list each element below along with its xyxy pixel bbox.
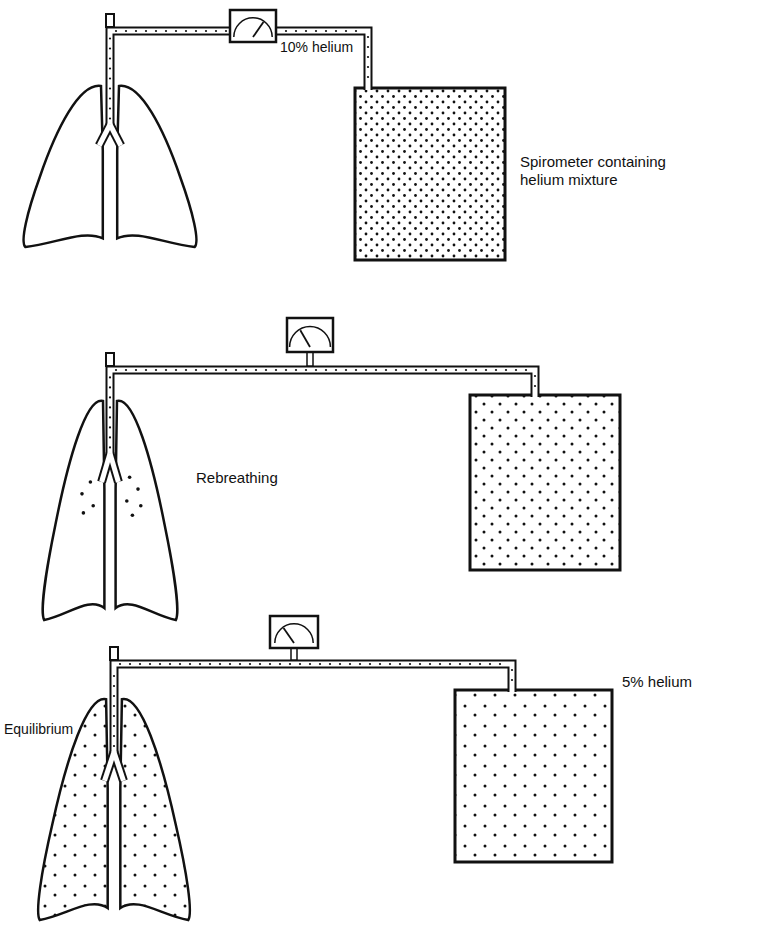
figure-label: 10% helium — [278, 38, 355, 57]
apparatus-panel — [43, 318, 620, 620]
figure-label: 5% helium — [620, 672, 694, 692]
valve-stub — [110, 647, 118, 660]
helium-dot — [136, 487, 140, 491]
apparatus-panel — [24, 10, 505, 260]
spirometer — [470, 395, 620, 570]
lung-outline — [116, 401, 178, 620]
valve-stub — [106, 14, 114, 27]
figure-label: Spirometer containing helium mixture — [518, 152, 694, 190]
lung-outline — [43, 401, 105, 620]
lung-outline — [117, 86, 196, 247]
helium-dot — [80, 492, 84, 496]
apparatus-panel — [38, 616, 612, 920]
figure-label: Equilibrium — [2, 720, 75, 739]
breathing-tube — [114, 752, 123, 781]
lung-outline — [24, 86, 103, 247]
helium-dot — [91, 504, 95, 508]
helium-dot — [131, 513, 135, 517]
breathing-tube — [110, 453, 118, 482]
breathing-tube — [99, 125, 110, 146]
helium-dot — [89, 480, 93, 484]
helium-meter — [270, 616, 318, 648]
meter-needle — [300, 330, 310, 347]
figure-label: Rebreathing — [194, 468, 280, 488]
breathing-tube — [110, 125, 121, 146]
breathing-tube — [110, 370, 535, 453]
helium-meter — [230, 10, 276, 42]
helium-meter — [287, 318, 333, 352]
meter-needle — [284, 628, 294, 643]
helium-dot — [139, 504, 143, 508]
spirometer — [355, 88, 505, 260]
spirometer — [455, 690, 612, 862]
breathing-tube — [114, 664, 512, 752]
breathing-tube — [110, 31, 368, 125]
meter-needle — [253, 22, 263, 37]
breathing-tube — [105, 752, 114, 781]
valve-stub — [106, 353, 114, 366]
lung-outline — [120, 699, 190, 920]
helium-dot — [125, 499, 129, 503]
helium-dot — [128, 475, 132, 479]
helium-dot — [82, 511, 86, 515]
